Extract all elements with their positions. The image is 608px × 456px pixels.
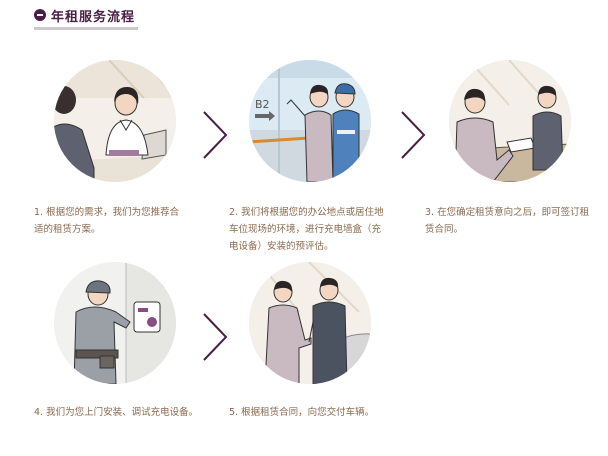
step-4-caption: 4. 我们为您上门安装、调试充电设备。 (34, 407, 199, 418)
consultation-illustration (54, 60, 176, 182)
header-underline (34, 27, 138, 30)
section-header: 年租服务流程 (34, 4, 135, 26)
section-title: 年租服务流程 (51, 9, 136, 25)
minus-circle-icon[interactable] (34, 9, 46, 21)
chevron-right-icon (401, 111, 426, 159)
step-5-caption: 5. 根据租赁合同，向您交付车辆。 (229, 407, 375, 418)
step-3-caption: 3. 在您确定租赁意向之后，即可签订租赁合同。 (425, 207, 590, 235)
step-1-caption: 1. 根据您的需求，我们为您推荐合适的租赁方案。 (34, 207, 180, 235)
chevron-right-icon (203, 111, 228, 159)
charger-installation-illustration (54, 262, 176, 384)
contract-signing-illustration (449, 60, 571, 182)
b2-sign-text: B2 (255, 98, 270, 111)
chevron-right-icon (203, 313, 228, 361)
vehicle-delivery-illustration (249, 262, 371, 384)
step-2-caption: 2. 我们将根据您的办公地点或居住地车位现场的环境，进行充电墙盒（充电设备）安装… (229, 207, 384, 252)
site-survey-illustration: B2 (249, 60, 371, 182)
